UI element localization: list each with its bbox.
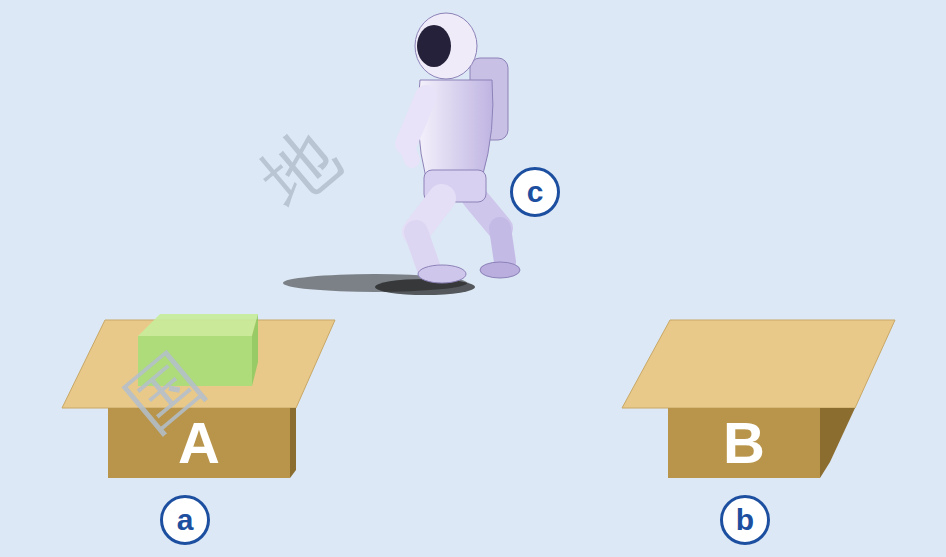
robot-part	[480, 262, 520, 278]
robot-part	[416, 232, 428, 266]
callout-letter: b	[720, 495, 770, 545]
table-a	[62, 320, 335, 478]
robot-part	[500, 228, 505, 262]
green-block-part	[252, 314, 258, 386]
table-letter: B	[723, 414, 765, 472]
robot-part	[415, 13, 477, 79]
robot-part	[417, 25, 451, 67]
green-block-part	[138, 314, 258, 336]
watermark: 地	[249, 117, 350, 218]
table-front: A	[108, 408, 290, 478]
table-b-part	[820, 408, 855, 478]
callout-letter: c	[510, 167, 560, 217]
table-b	[622, 320, 895, 478]
robot-part	[418, 265, 466, 283]
table-a-part	[290, 408, 296, 478]
robot-part	[375, 279, 475, 295]
robot-part	[406, 144, 412, 160]
table-front: B	[668, 408, 820, 478]
callout-letter: a	[160, 495, 210, 545]
table-b-part	[622, 320, 895, 408]
